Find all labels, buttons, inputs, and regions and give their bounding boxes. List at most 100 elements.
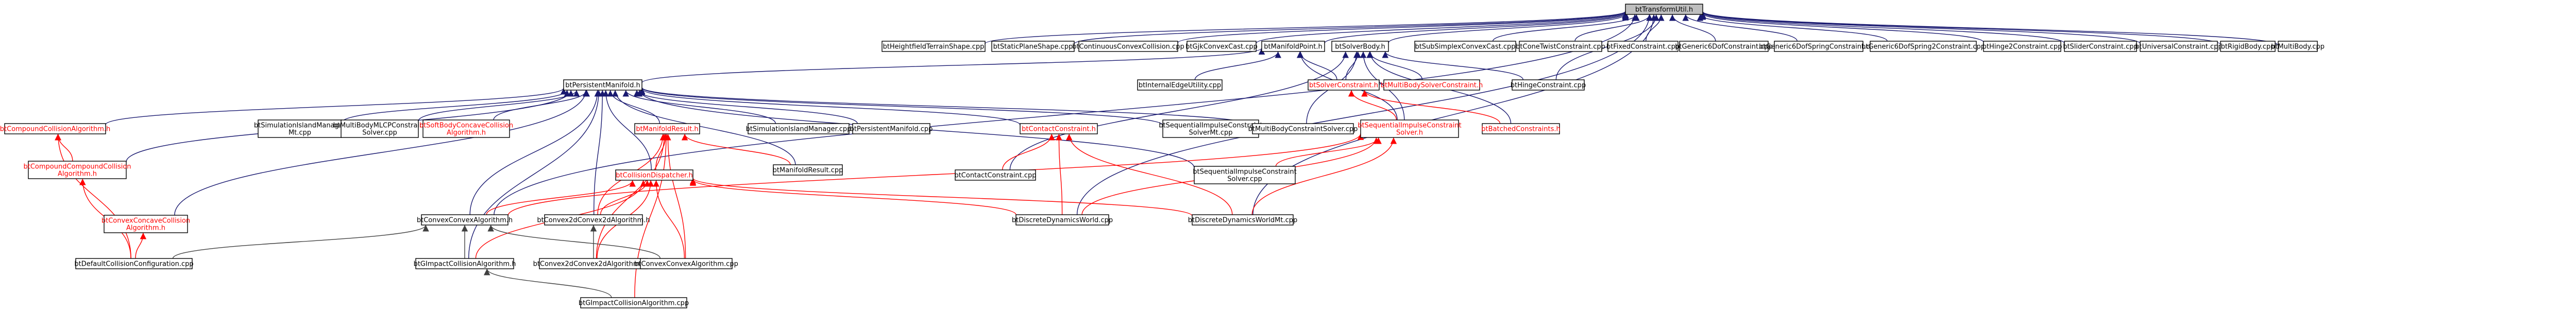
edge-n18-n25 (418, 90, 580, 122)
node-label: btGeneric6DofSpring2Constraint.cpp (1861, 43, 1985, 51)
graph-node[interactable]: btHinge2Constraint.cpp (1982, 41, 2062, 52)
graph-node[interactable]: btSequentialImpulseConstraintSolverMt.cp… (1159, 119, 1263, 138)
edge-n37-n48 (653, 180, 685, 259)
edge-n18-n23 (105, 88, 567, 125)
node-label: btSimulationIslandManager.cpp (746, 126, 852, 133)
root-node: btTransformUtil.h (1625, 4, 1703, 15)
node-label: btSolverConstraint.h (1309, 82, 1378, 90)
edge-n0-n16 (1700, 11, 2221, 45)
node-label: btManifoldResult.h (636, 126, 698, 133)
node-label: btMultiBodyMLCPConstraint (333, 122, 427, 130)
graph-node[interactable]: btHeightfieldTerrainShape.cpp (882, 41, 986, 52)
graph-node[interactable]: btMultiBodyConstraintSolver.cpp (1248, 123, 1358, 134)
edge-n0-n6 (1388, 13, 1629, 43)
edge-n27-n47 (596, 133, 668, 259)
node-box (580, 297, 687, 308)
graph-node[interactable]: btConeTwistConstraint.cpp (1516, 41, 1605, 52)
graph-node[interactable]: btDefaultCollisionConfiguration.cpp (74, 258, 194, 269)
node-box (341, 119, 419, 138)
graph-node[interactable]: btManifoldPoint.h (1261, 41, 1325, 52)
graph-node[interactable]: btPersistentManifold.cpp (850, 123, 933, 134)
graph-node[interactable]: btGeneric6DofSpring2Constraint.cpp (1861, 41, 1985, 52)
graph-node[interactable]: btDiscreteDynamicsWorldMt.cpp (1188, 214, 1298, 226)
graph-node[interactable]: btGeneric6DofConstraint.cpp (1675, 41, 1773, 52)
edge-n18-n37 (602, 90, 652, 170)
node-label: SolverMt.cpp (1189, 129, 1233, 137)
node-label: btGjkConvexCast.cpp (1185, 43, 1258, 51)
graph-node[interactable]: btManifoldResult.cpp (773, 164, 843, 176)
graph-node[interactable]: btGImpactCollisionAlgorithm.h (414, 258, 516, 269)
edge-n23-n35 (55, 133, 73, 162)
edge-n18-n41 (469, 90, 601, 215)
node-box (773, 164, 843, 176)
node-box (640, 258, 733, 269)
node-box (1679, 41, 1769, 52)
graph-node[interactable]: btSolverConstraint.h (1308, 79, 1380, 91)
node-box (1194, 166, 1296, 184)
graph-node[interactable]: btBatchedConstraints.h (1481, 123, 1561, 134)
graph-node[interactable]: btContinuousConvexCollision.cpp (1072, 41, 1184, 52)
node-box (1414, 41, 1516, 52)
edge-n0-n43 (1076, 14, 1653, 215)
node-label: btCollisionDispatcher.h (616, 172, 692, 180)
graph-node[interactable]: btSliderConstraint.cpp (2063, 41, 2138, 52)
node-box (1020, 123, 1098, 134)
graph-node[interactable]: btPersistentManifold.h (563, 79, 642, 91)
graph-node[interactable]: btManifoldResult.h (634, 123, 700, 134)
edge-n0-n4 (1256, 12, 1629, 44)
node-box (1137, 79, 1223, 91)
edge-n18-n32 (639, 87, 1253, 126)
graph-node[interactable]: btContactConstraint.cpp (954, 169, 1037, 181)
node-label: btMultiBodyConstraintSolver.cpp (1248, 126, 1358, 133)
graph-node[interactable]: btCollisionDispatcher.h (615, 169, 693, 181)
node-label: Algorithm.h (447, 129, 486, 137)
edge-n0-n12 (1697, 14, 1888, 42)
graph-node[interactable]: btHingeConstraint.cpp (1511, 79, 1586, 91)
node-label: Mt.cpp (289, 129, 311, 137)
node-label: btSoftBodyConcaveCollision (419, 122, 513, 130)
graph-node[interactable]: btDiscreteDynamicsWorld.cpp (1012, 214, 1113, 226)
node-label: btRigidBody.cpp (2221, 43, 2275, 51)
graph-node[interactable]: btFixedConstraint.cpp (1606, 41, 1680, 52)
graph-node[interactable]: btStaticPlaneShape.cpp (991, 41, 1075, 52)
graph-node[interactable]: btCompoundCollisionAlgorithm.h (0, 123, 110, 134)
graph-node[interactable]: btGjkConvexCast.cpp (1185, 41, 1258, 52)
graph-node[interactable]: btGeneric6DofSpringConstraint.cpp (1759, 41, 1878, 52)
graph-node[interactable]: btMultiBodySolverConstraint.h (1381, 79, 1483, 91)
graph-node[interactable]: btUniversalConstraint.cpp (2135, 41, 2223, 52)
graph-node[interactable]: btInternalEdgeUtility.cpp (1137, 79, 1223, 91)
graph-node[interactable]: btConvexConvexAlgorithm.h (417, 214, 513, 226)
graph-node[interactable]: btConvex2dConvex2dAlgorithm.h (537, 214, 650, 226)
graph-node[interactable]: btGImpactCollisionAlgorithm.cpp (579, 297, 689, 308)
edge-n5-n21 (1296, 51, 1337, 80)
graph-node[interactable]: btRigidBody.cpp (2220, 41, 2276, 52)
edge-n0-n2 (1074, 11, 1629, 44)
edge-n0-n17 (1700, 11, 2279, 46)
edge-n0-n14 (1699, 12, 2065, 44)
edge-n18-n27 (607, 90, 660, 124)
node-box (882, 41, 986, 52)
node-box (1983, 41, 2061, 52)
node-label: btSequentialImpulseConstraint (1193, 168, 1296, 176)
graph-node[interactable]: btMultiBody.cpp (2271, 41, 2325, 52)
edge-n21-n33 (1348, 90, 1397, 120)
graph-node[interactable]: btSolverBody.h (1331, 41, 1389, 52)
node-box (2064, 41, 2137, 52)
node-label: btPersistentManifold.cpp (850, 126, 933, 133)
graph-node[interactable]: btConvexConvexAlgorithm.cpp (634, 258, 738, 269)
node-box (1331, 41, 1389, 52)
graph-node[interactable]: btContactConstraint.h (1020, 123, 1098, 134)
edge-n6-n22 (1366, 51, 1423, 80)
node-box (75, 258, 193, 269)
node-box (1519, 41, 1602, 52)
graph-node[interactable]: btSimulationIslandManager.cpp (746, 123, 852, 134)
graph-node[interactable]: btSubSimplexConvexCast.cpp (1414, 41, 1516, 52)
node-box (2278, 41, 2318, 52)
